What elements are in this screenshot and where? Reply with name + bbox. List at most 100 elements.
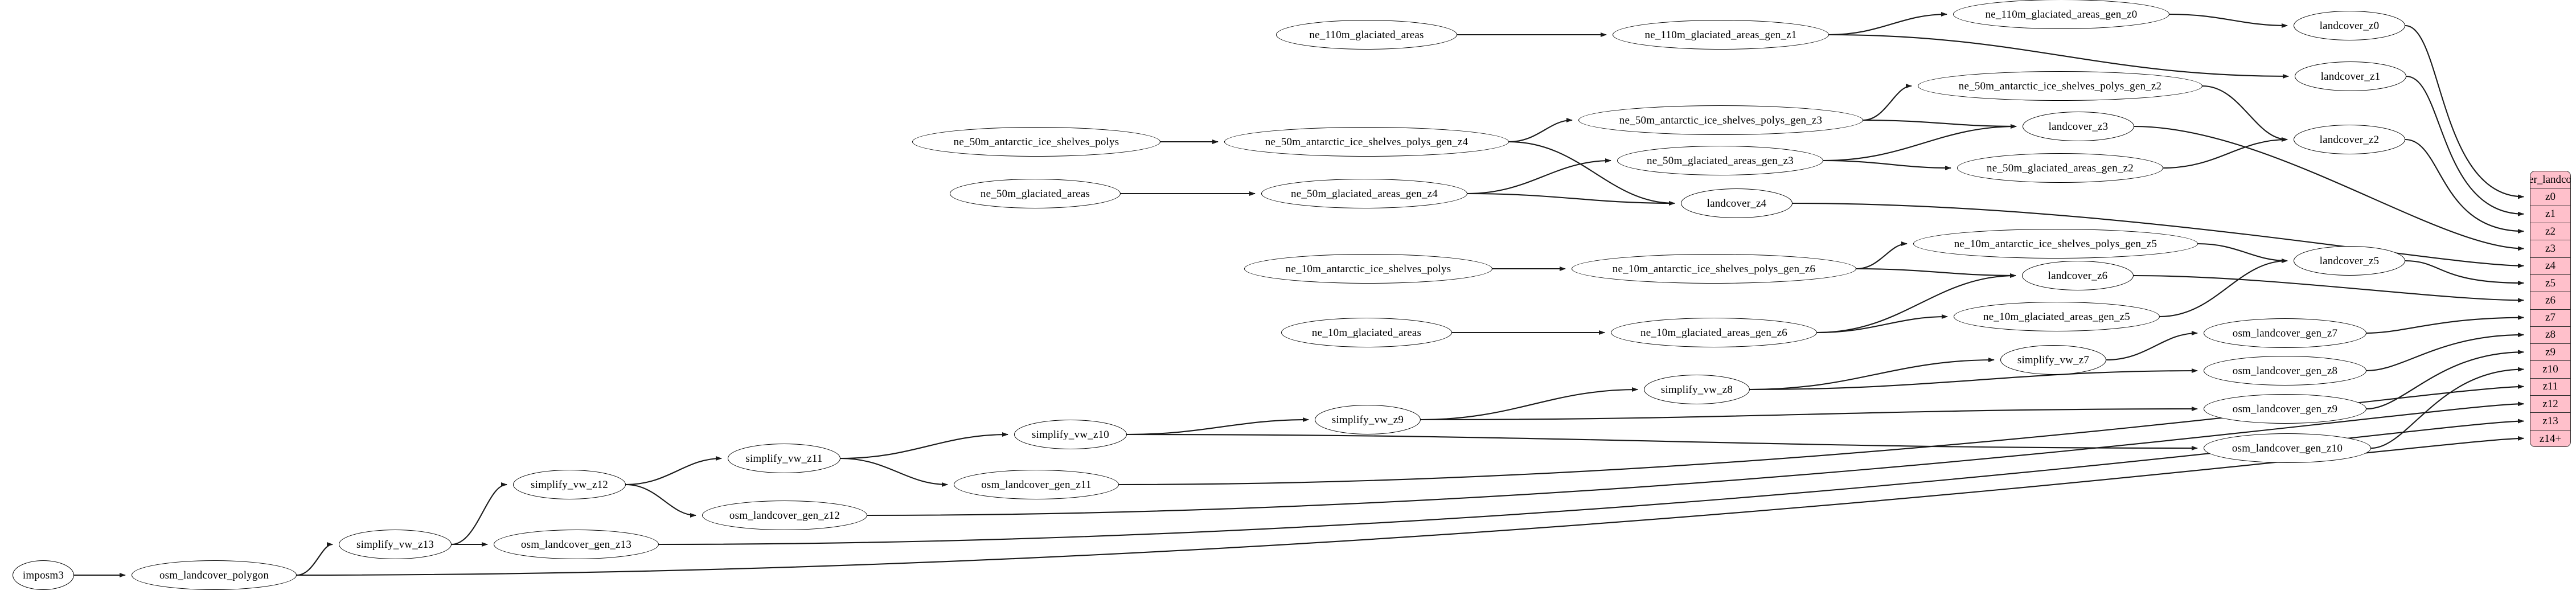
- graph-node-osm-landcover-gen-z7[interactable]: osm_landcover_gen_z7: [2204, 318, 2366, 348]
- graph-edge: [1126, 433, 2198, 450]
- graph-node-label: osm_landcover_gen_z9: [2232, 403, 2338, 415]
- graph-node-label: simplify_vw_z11: [745, 452, 823, 465]
- graph-node-ne-10m-glaciated-areas-gen-z5[interactable]: ne_10m_glaciated_areas_gen_z5: [1954, 302, 2160, 331]
- graph-node-simplify-vw-z11[interactable]: simplify_vw_z11: [728, 444, 840, 473]
- graph-node-ne-50m-glaciated-areas-gen-z4[interactable]: ne_50m_glaciated_areas_gen_z4: [1261, 179, 1467, 208]
- graph-node-ne-50m-glaciated-areas-gen-z3[interactable]: ne_50m_glaciated_areas_gen_z3: [1617, 146, 1823, 175]
- graph-node-label: ne_50m_glaciated_areas_gen_z2: [1987, 162, 2134, 174]
- graph-node-osm-landcover-gen-z9[interactable]: osm_landcover_gen_z9: [2204, 394, 2366, 424]
- graph-node-simplify-vw-z7[interactable]: simplify_vw_z7: [2000, 345, 2106, 375]
- graph-node-ne-50m-antarctic-ice-shelves-polys-gen-z2[interactable]: ne_50m_antarctic_ice_shelves_polys_gen_z…: [1918, 71, 2202, 101]
- graph-edge: [1828, 34, 2289, 79]
- graph-edge: [1118, 384, 2524, 486]
- graph-node-label: simplify_vw_z8: [1660, 383, 1733, 396]
- graph-node-label: ne_50m_glaciated_areas: [980, 187, 1090, 200]
- graph-node-landcover-z0[interactable]: landcover_z0: [2294, 11, 2405, 40]
- graph-node-label: osm_landcover_gen_z11: [981, 478, 1092, 491]
- graph-edge: [2405, 24, 2524, 199]
- graph-node-imposm3[interactable]: imposm3: [13, 560, 74, 590]
- graph-node-ne-110m-glaciated-areas-gen-z1[interactable]: ne_110m_glaciated_areas_gen_z1: [1613, 20, 1829, 50]
- graph-node-osm-landcover-polygon[interactable]: osm_landcover_polygon: [132, 560, 297, 590]
- graph-node-landcover-z5[interactable]: landcover_z5: [2294, 246, 2405, 276]
- graph-edge: [2366, 350, 2524, 410]
- graph-edge: [1816, 314, 1948, 334]
- graph-node-ne-50m-glaciated-areas[interactable]: ne_50m_glaciated_areas: [950, 179, 1121, 208]
- legend-row-z0[interactable]: z0: [2530, 188, 2570, 206]
- legend-row-z1[interactable]: z1: [2530, 206, 2570, 223]
- graph-node-label: landcover_z5: [2319, 255, 2380, 267]
- legend-row-z13[interactable]: z13: [2530, 413, 2570, 430]
- graph-node-landcover-z4[interactable]: landcover_z4: [1681, 188, 1792, 218]
- graph-edge: [1420, 407, 2198, 421]
- legend-row-z4[interactable]: z4: [2530, 257, 2570, 275]
- graph-edge: [1126, 417, 1309, 436]
- legend-row-z9[interactable]: z9: [2530, 344, 2570, 362]
- graph-node-ne-10m-antarctic-ice-shelves-polys[interactable]: ne_10m_antarctic_ice_shelves_polys: [1244, 254, 1492, 284]
- legend-row-z10[interactable]: z10: [2530, 361, 2570, 379]
- graph-node-ne-50m-antarctic-ice-shelves-polys[interactable]: ne_50m_antarctic_ice_shelves_polys: [912, 127, 1160, 157]
- graph-edge: [840, 457, 948, 487]
- graph-node-simplify-vw-z13[interactable]: simplify_vw_z13: [339, 530, 452, 559]
- graph-edge: [658, 419, 2524, 546]
- graph-node-osm-landcover-gen-z8[interactable]: osm_landcover_gen_z8: [2204, 356, 2366, 386]
- graph-node-osm-landcover-gen-z13[interactable]: osm_landcover_gen_z13: [494, 530, 659, 559]
- graph-edge: [1856, 268, 2016, 278]
- graph-edge: [1863, 119, 2017, 129]
- graph-edge: [2163, 137, 2288, 169]
- legend-row-z12[interactable]: z12: [2530, 396, 2570, 413]
- graph-node-label: simplify_vw_z9: [1331, 413, 1404, 426]
- graph-node-simplify-vw-z8[interactable]: simplify_vw_z8: [1644, 375, 1750, 404]
- legend-row-z3[interactable]: z3: [2530, 240, 2570, 258]
- graph-node-ne-10m-antarctic-ice-shelves-polys-gen-z5[interactable]: ne_10m_antarctic_ice_shelves_polys_gen_z…: [1913, 229, 2198, 259]
- graph-node-label: osm_landcover_gen_z7: [2232, 327, 2338, 339]
- graph-edge: [625, 456, 722, 486]
- graph-node-label: ne_110m_glaciated_areas_gen_z0: [1985, 8, 2138, 20]
- graph-edge: [2106, 331, 2198, 361]
- legend-row-z14plus[interactable]: z14+: [2530, 430, 2570, 446]
- graph-node-label: ne_50m_glaciated_areas_gen_z4: [1291, 187, 1438, 200]
- graph-node-osm-landcover-gen-z10[interactable]: osm_landcover_gen_z10: [2204, 433, 2371, 463]
- graph-edge: [1749, 358, 1995, 391]
- graph-edge: [1749, 368, 2198, 391]
- graph-node-ne-110m-glaciated-areas-gen-z0[interactable]: ne_110m_glaciated_areas_gen_z0: [1953, 0, 2169, 29]
- graph-edge: [2406, 75, 2524, 216]
- graph-edge: [2366, 315, 2524, 334]
- graph-node-simplify-vw-z12[interactable]: simplify_vw_z12: [513, 470, 626, 499]
- graph-node-landcover-z3[interactable]: landcover_z3: [2023, 112, 2134, 141]
- legend-row-z11[interactable]: z11: [2530, 378, 2570, 396]
- graph-node-ne-10m-antarctic-ice-shelves-polys-gen-z6[interactable]: ne_10m_antarctic_ice_shelves_polys_gen_z…: [1572, 254, 1856, 284]
- legend-row-z2[interactable]: z2: [2530, 223, 2570, 241]
- graph-node-label: ne_110m_glaciated_areas: [1309, 28, 1424, 41]
- graph-node-landcover-z6[interactable]: landcover_z6: [2022, 261, 2134, 290]
- graph-node-simplify-vw-z10[interactable]: simplify_vw_z10: [1014, 420, 1127, 449]
- legend-row-z6[interactable]: z6: [2530, 292, 2570, 310]
- legend-layer-landcover[interactable]: layer_landcoverz0z1z2z3z4z5z6z7z8z9z10z1…: [2530, 171, 2571, 447]
- graph-node-label: ne_50m_glaciated_areas_gen_z3: [1647, 154, 1794, 167]
- graph-node-label: landcover_z6: [2048, 269, 2108, 282]
- graph-edge: [1792, 202, 2524, 268]
- graph-node-osm-landcover-gen-z11[interactable]: osm_landcover_gen_z11: [954, 470, 1119, 499]
- graph-edge: [1863, 84, 1912, 121]
- legend-row-z8[interactable]: z8: [2530, 326, 2570, 345]
- graph-node-simplify-vw-z9[interactable]: simplify_vw_z9: [1315, 405, 1421, 434]
- legend-row-z5[interactable]: z5: [2530, 274, 2570, 293]
- graph-node-ne-10m-glaciated-areas[interactable]: ne_10m_glaciated_areas: [1281, 318, 1452, 347]
- graph-node-label: osm_landcover_gen_z8: [2232, 364, 2338, 377]
- graph-node-landcover-z1[interactable]: landcover_z1: [2295, 61, 2406, 91]
- graph-node-ne-50m-antarctic-ice-shelves-polys-gen-z3[interactable]: ne_50m_antarctic_ice_shelves_polys_gen_z…: [1578, 105, 1863, 135]
- graph-node-landcover-z2[interactable]: landcover_z2: [2294, 125, 2405, 154]
- graph-node-ne-50m-glaciated-areas-gen-z2[interactable]: ne_50m_glaciated_areas_gen_z2: [1957, 153, 2163, 183]
- graph-node-ne-50m-antarctic-ice-shelves-polys-gen-z4[interactable]: ne_50m_antarctic_ice_shelves_polys_gen_z…: [1224, 127, 1509, 157]
- graph-edge: [1467, 192, 1675, 206]
- graph-edge: [840, 432, 1008, 460]
- graph-node-label: osm_landcover_gen_z13: [520, 538, 632, 551]
- graph-edge: [1828, 12, 1947, 36]
- graph-node-ne-110m-glaciated-areas[interactable]: ne_110m_glaciated_areas: [1276, 20, 1457, 50]
- graph-node-label: ne_110m_glaciated_areas_gen_z1: [1644, 28, 1797, 41]
- graph-node-osm-landcover-gen-z12[interactable]: osm_landcover_gen_z12: [702, 501, 867, 530]
- graph-node-ne-10m-glaciated-areas-gen-z6[interactable]: ne_10m_glaciated_areas_gen_z6: [1611, 318, 1817, 347]
- graph-edge: [1508, 141, 1675, 206]
- legend-row-z7[interactable]: z7: [2530, 309, 2570, 327]
